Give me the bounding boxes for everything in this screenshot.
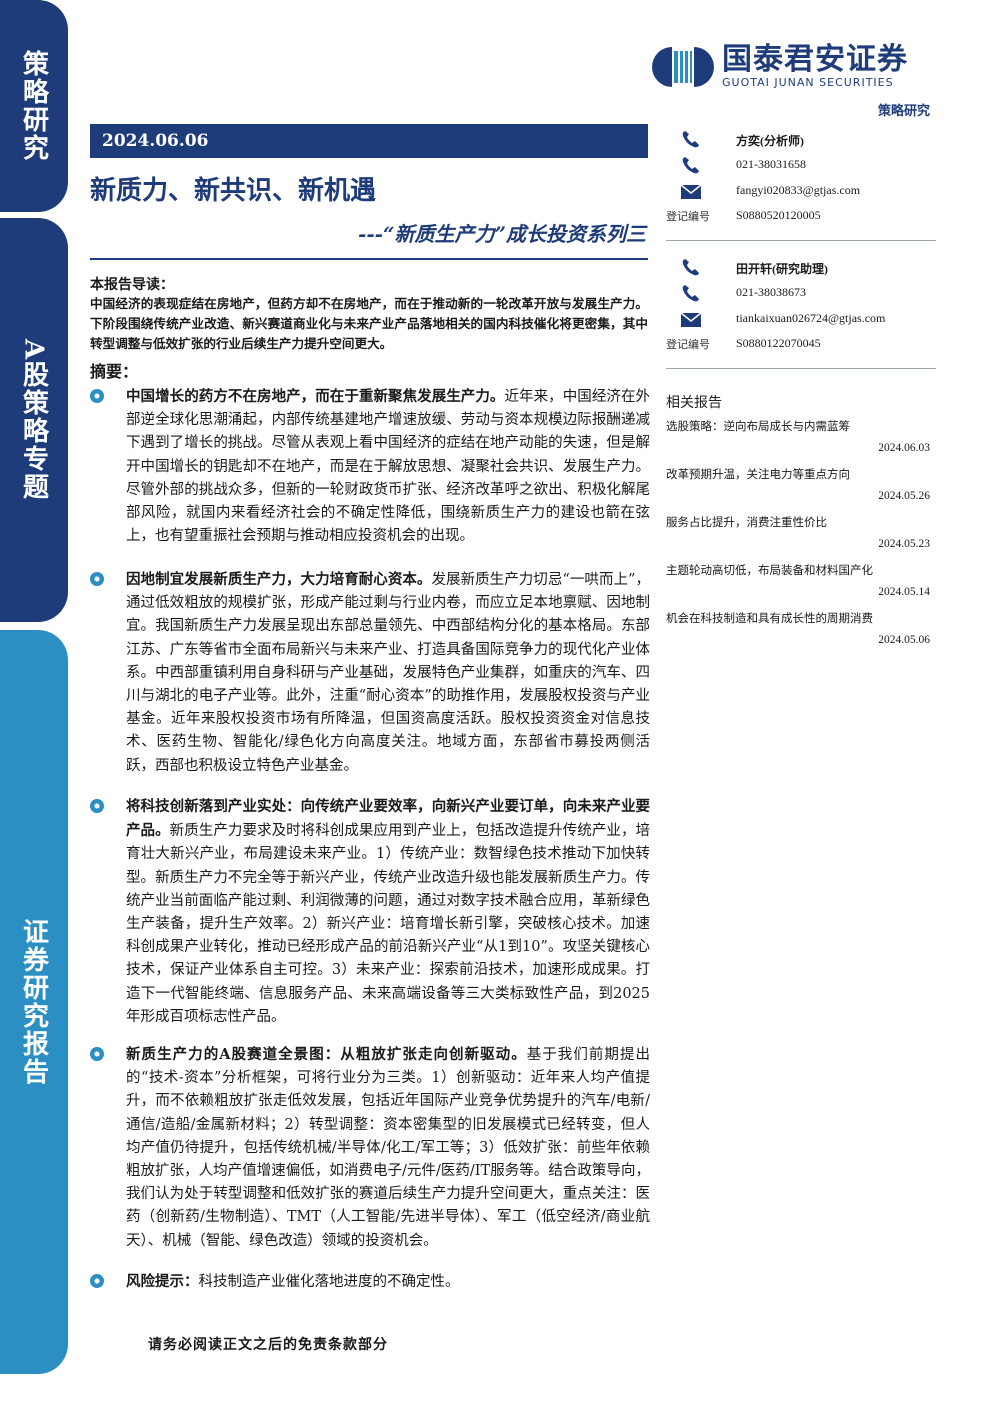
bullet-icon	[90, 1047, 104, 1061]
related-report-title[interactable]: 选股策略：逆向布局成长与内需蓝筹	[666, 419, 850, 433]
sidebar-tab-label: 策略研究	[18, 50, 49, 162]
header-rule	[90, 258, 648, 260]
disclaimer-footer: 请务必阅读正文之后的免责条款部分	[148, 1337, 388, 1353]
bullet-lead: 因地制宜发展新质生产力，大力培育耐心资本。	[126, 571, 432, 588]
related-report-title[interactable]: 服务占比提升，消费注重性价比	[666, 515, 827, 529]
related-report-item[interactable]: 改革预期升温，关注电力等重点方向 2024.05.26	[666, 466, 930, 502]
summary-bullet: 风险提示：科技制造产业催化落地进度的不确定性。	[90, 1270, 650, 1294]
phone-icon	[680, 256, 702, 282]
bullet-icon	[90, 799, 104, 813]
summary-bullet: 因地制宜发展新质生产力，大力培育耐心资本。发展新质生产力切忌“一哄而上”，通过低…	[90, 568, 650, 778]
related-report-date: 2024.06.03	[878, 442, 930, 454]
bullet-icon	[90, 1274, 104, 1288]
related-report-date: 2024.05.14	[878, 586, 930, 598]
sidebar-tab-label: 证券研究报告	[18, 918, 49, 1086]
analyst-email[interactable]: fangyi020833@gtjas.com	[736, 183, 861, 197]
analyst-card: 田开轩(研究助理) 021-38038673 tiankaixuan026724…	[666, 256, 936, 356]
bullet-lead: 将科技创新落到产业实处：向传统产业要效率，向新兴产业要订单，向未来产业要产品。	[126, 798, 650, 840]
analyst-reg-label: 登记编号	[666, 339, 710, 351]
analyst-reg-no: S0880122070045	[736, 336, 821, 350]
lead-text: 中国经济的表现症结在房地产，但药方却不在房地产，而在于推动新的一轮改革开放与发展…	[90, 296, 648, 351]
bullet-text: 基于我们前期提出的“技术-资本”分析框架，可将行业分为三类。1）创新驱动：近年来…	[126, 1047, 650, 1249]
analyst-name: 田开轩(研究助理)	[736, 262, 828, 276]
brand-name-cn: 国泰君安证券	[722, 42, 908, 77]
brand-name-en: GUOTAI JUNAN SECURITIES	[722, 76, 894, 89]
phone-icon	[680, 128, 702, 154]
report-date: 2024.06.06	[90, 124, 648, 158]
summary-heading: 摘要：	[90, 362, 139, 381]
analyst-reg-no: S0880520120005	[736, 208, 821, 222]
bullet-icon	[90, 389, 104, 403]
related-report-date: 2024.05.26	[878, 490, 930, 502]
summary-bullet: 将科技创新落到产业实处：向传统产业要效率，向新兴产业要订单，向未来产业要产品。新…	[90, 795, 650, 1029]
analyst-phone: 021-38038673	[736, 285, 806, 299]
divider	[666, 368, 936, 369]
related-report-date: 2024.05.23	[878, 538, 930, 550]
bullet-lead: 新质生产力的A股赛道全景图：从粗放扩张走向创新驱动。	[126, 1046, 527, 1063]
related-report-date: 2024.05.06	[878, 634, 930, 646]
bullet-text: 科技制造产业催化落地进度的不确定性。	[198, 1274, 460, 1290]
related-report-item[interactable]: 机会在科技制造和具有成长性的周期消费 2024.05.06	[666, 610, 930, 646]
bullet-lead: 风险提示：	[126, 1273, 199, 1290]
related-report-title[interactable]: 改革预期升温，关注电力等重点方向	[666, 467, 850, 481]
related-report-item[interactable]: 服务占比提升，消费注重性价比 2024.05.23	[666, 514, 930, 550]
sidebar-tab-strategy: 策略研究	[0, 0, 68, 212]
analyst-phone: 021-38031658	[736, 157, 806, 171]
analyst-reg-label: 登记编号	[666, 211, 710, 223]
bullet-text: 近年来，中国经济在外部逆全球化思潮涌起，内部传统基建地产增速放缓、劳动与资本规模…	[126, 389, 650, 545]
related-report-title[interactable]: 主题轮动高切低，布局装备和材料国产化	[666, 563, 873, 577]
bullet-text: 新质生产力要求及时将科创成果应用到产业上，包括改造提升传统产业，培育壮大新兴产业…	[126, 823, 650, 1025]
page-subtitle: ---“新质生产力”成长投资系列三	[358, 222, 646, 246]
phone-icon	[680, 154, 702, 180]
lead-heading: 本报告导读：	[90, 277, 174, 293]
related-report-title[interactable]: 机会在科技制造和具有成长性的周期消费	[666, 611, 873, 625]
logo-mark-icon	[652, 45, 714, 89]
analyst-email[interactable]: tiankaixuan026724@gtjas.com	[736, 311, 886, 325]
related-report-item[interactable]: 选股策略：逆向布局成长与内需蓝筹 2024.06.03	[666, 418, 930, 454]
analyst-card: 方奕(分析师) 021-38031658 fangyi020833@gtjas.…	[666, 128, 936, 228]
divider	[666, 240, 936, 241]
brand-logo: 国泰君安证券 GUOTAI JUNAN SECURITIES	[652, 44, 908, 89]
bullet-lead: 中国增长的药方不在房地产，而在于重新聚焦发展生产力。	[126, 388, 505, 405]
summary-bullet: 新质生产力的A股赛道全景图：从粗放扩张走向创新驱动。基于我们前期提出的“技术-资…	[90, 1043, 650, 1253]
bullet-icon	[90, 572, 104, 586]
sidebar-tab-topic: A股策略专题	[0, 218, 68, 622]
analyst-name: 方奕(分析师)	[736, 134, 804, 148]
report-type: 策略研究	[877, 104, 930, 119]
bullet-text: 发展新质生产力切忌“一哄而上”，通过低效粗放的规模扩张，形成产能过剩与行业内卷，…	[126, 572, 651, 774]
mail-icon	[680, 184, 702, 204]
summary-bullet: 中国增长的药方不在房地产，而在于重新聚焦发展生产力。近年来，中国经济在外部逆全球…	[90, 385, 650, 548]
mail-icon	[680, 312, 702, 332]
page-title: 新质力、新共识、新机遇	[90, 176, 377, 206]
sidebar-tab-label: A股策略专题	[18, 338, 49, 502]
sidebar-tab-report: 证券研究报告	[0, 630, 68, 1374]
related-report-item[interactable]: 主题轮动高切低，布局装备和材料国产化 2024.05.14	[666, 562, 930, 598]
related-reports-title: 相关报告	[666, 395, 722, 411]
phone-icon	[680, 282, 702, 308]
